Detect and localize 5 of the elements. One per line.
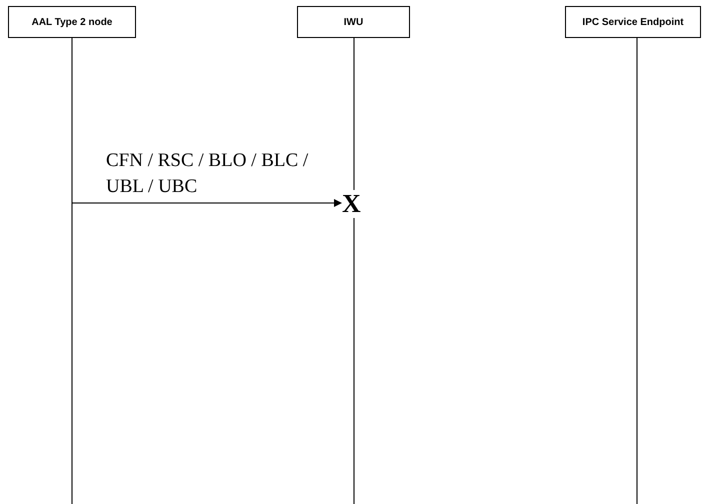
participant-box: IWU bbox=[297, 6, 410, 38]
participant-box: AAL Type 2 node bbox=[8, 6, 136, 38]
participant-box: IPC Service Endpoint bbox=[565, 6, 701, 38]
lost-message-mark: X bbox=[342, 190, 361, 218]
message-label: CFN / RSC / BLO / BLC / UBL / UBC bbox=[106, 149, 310, 199]
